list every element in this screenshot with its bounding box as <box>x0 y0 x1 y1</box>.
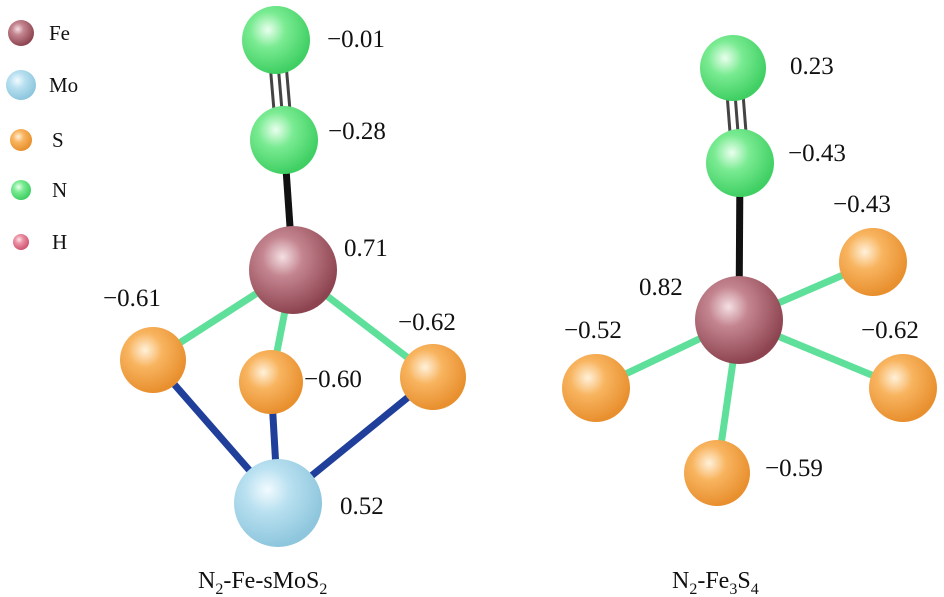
left-n-bottom-atom <box>250 106 318 174</box>
right-caption-part-1: N <box>672 568 689 594</box>
legend-item-fe: Fe <box>8 20 70 46</box>
legend-h-swatch <box>13 234 29 250</box>
legend-item-n: N <box>11 178 67 202</box>
right-s-upper-right-atom <box>839 228 907 296</box>
legend: Fe Mo S N H <box>6 20 78 254</box>
right-s-left-charge: −0.52 <box>564 317 622 344</box>
left-fe-atom <box>249 226 337 314</box>
right-caption: N2-Fe3S4 <box>672 568 759 597</box>
right-n-bottom-charge: −0.43 <box>788 140 846 167</box>
right-fe-charge: 0.82 <box>639 274 683 301</box>
legend-mo-swatch <box>6 70 36 100</box>
right-caption-sub-1: 2 <box>689 581 697 597</box>
legend-s-swatch <box>10 129 32 151</box>
left-mo-atom <box>234 459 322 547</box>
left-n-top-atom <box>242 6 310 74</box>
legend-item-s: S <box>10 128 64 152</box>
right-caption-part-3: S <box>737 568 750 594</box>
left-n-bottom-charge: −0.28 <box>328 118 386 145</box>
left-s-middle-charge: −0.60 <box>304 366 362 393</box>
right-s-bottom-atom <box>684 440 750 506</box>
left-fe-charge: 0.71 <box>344 235 388 262</box>
legend-n-swatch <box>11 180 31 200</box>
left-caption: N2-Fe-sMoS2 <box>198 568 327 597</box>
legend-s-label: S <box>52 128 64 152</box>
left-caption-part-1: N <box>198 568 215 594</box>
right-caption-sub-2: 3 <box>729 581 737 597</box>
left-caption-part-2: -Fe-sMoS <box>223 568 319 594</box>
right-caption-sub-3: 4 <box>751 581 759 597</box>
right-n-top-atom <box>700 35 766 101</box>
right-n-bottom-atom <box>706 129 774 197</box>
right-s-right-charge: −0.62 <box>861 317 919 344</box>
left-mo-charge: 0.52 <box>340 493 384 520</box>
left-s-left-atom <box>120 327 186 393</box>
legend-mo-label: Mo <box>49 73 78 97</box>
right-n-top-charge: 0.23 <box>790 53 834 80</box>
right-s-right-atom <box>869 354 937 422</box>
right-structure: 0.23 −0.43 −0.43 0.82 −0.52 −0.62 −0.59 … <box>562 35 937 597</box>
left-s-left-charge: −0.61 <box>103 285 161 312</box>
legend-item-h: H <box>13 230 67 254</box>
legend-item-mo: Mo <box>6 70 78 100</box>
legend-fe-swatch <box>8 20 34 46</box>
right-s-upper-right-charge: −0.43 <box>833 191 891 218</box>
legend-n-label: N <box>52 178 67 202</box>
right-fe-atom <box>695 276 783 364</box>
right-caption-part-2: -Fe <box>697 568 729 594</box>
left-caption-sub-2: 2 <box>319 581 327 597</box>
legend-fe-label: Fe <box>49 21 70 45</box>
left-s-right-charge: −0.62 <box>398 309 456 336</box>
legend-h-label: H <box>52 230 67 254</box>
right-s-left-atom <box>562 354 630 422</box>
left-s-right-atom <box>400 344 466 410</box>
left-s-middle-atom <box>239 350 303 414</box>
left-caption-sub-1: 2 <box>215 581 223 597</box>
left-n-top-charge: −0.01 <box>327 26 385 53</box>
left-structure: −0.01 −0.28 0.71 −0.61 −0.60 −0.62 0.52 … <box>103 6 466 597</box>
right-s-bottom-charge: −0.59 <box>765 455 823 482</box>
